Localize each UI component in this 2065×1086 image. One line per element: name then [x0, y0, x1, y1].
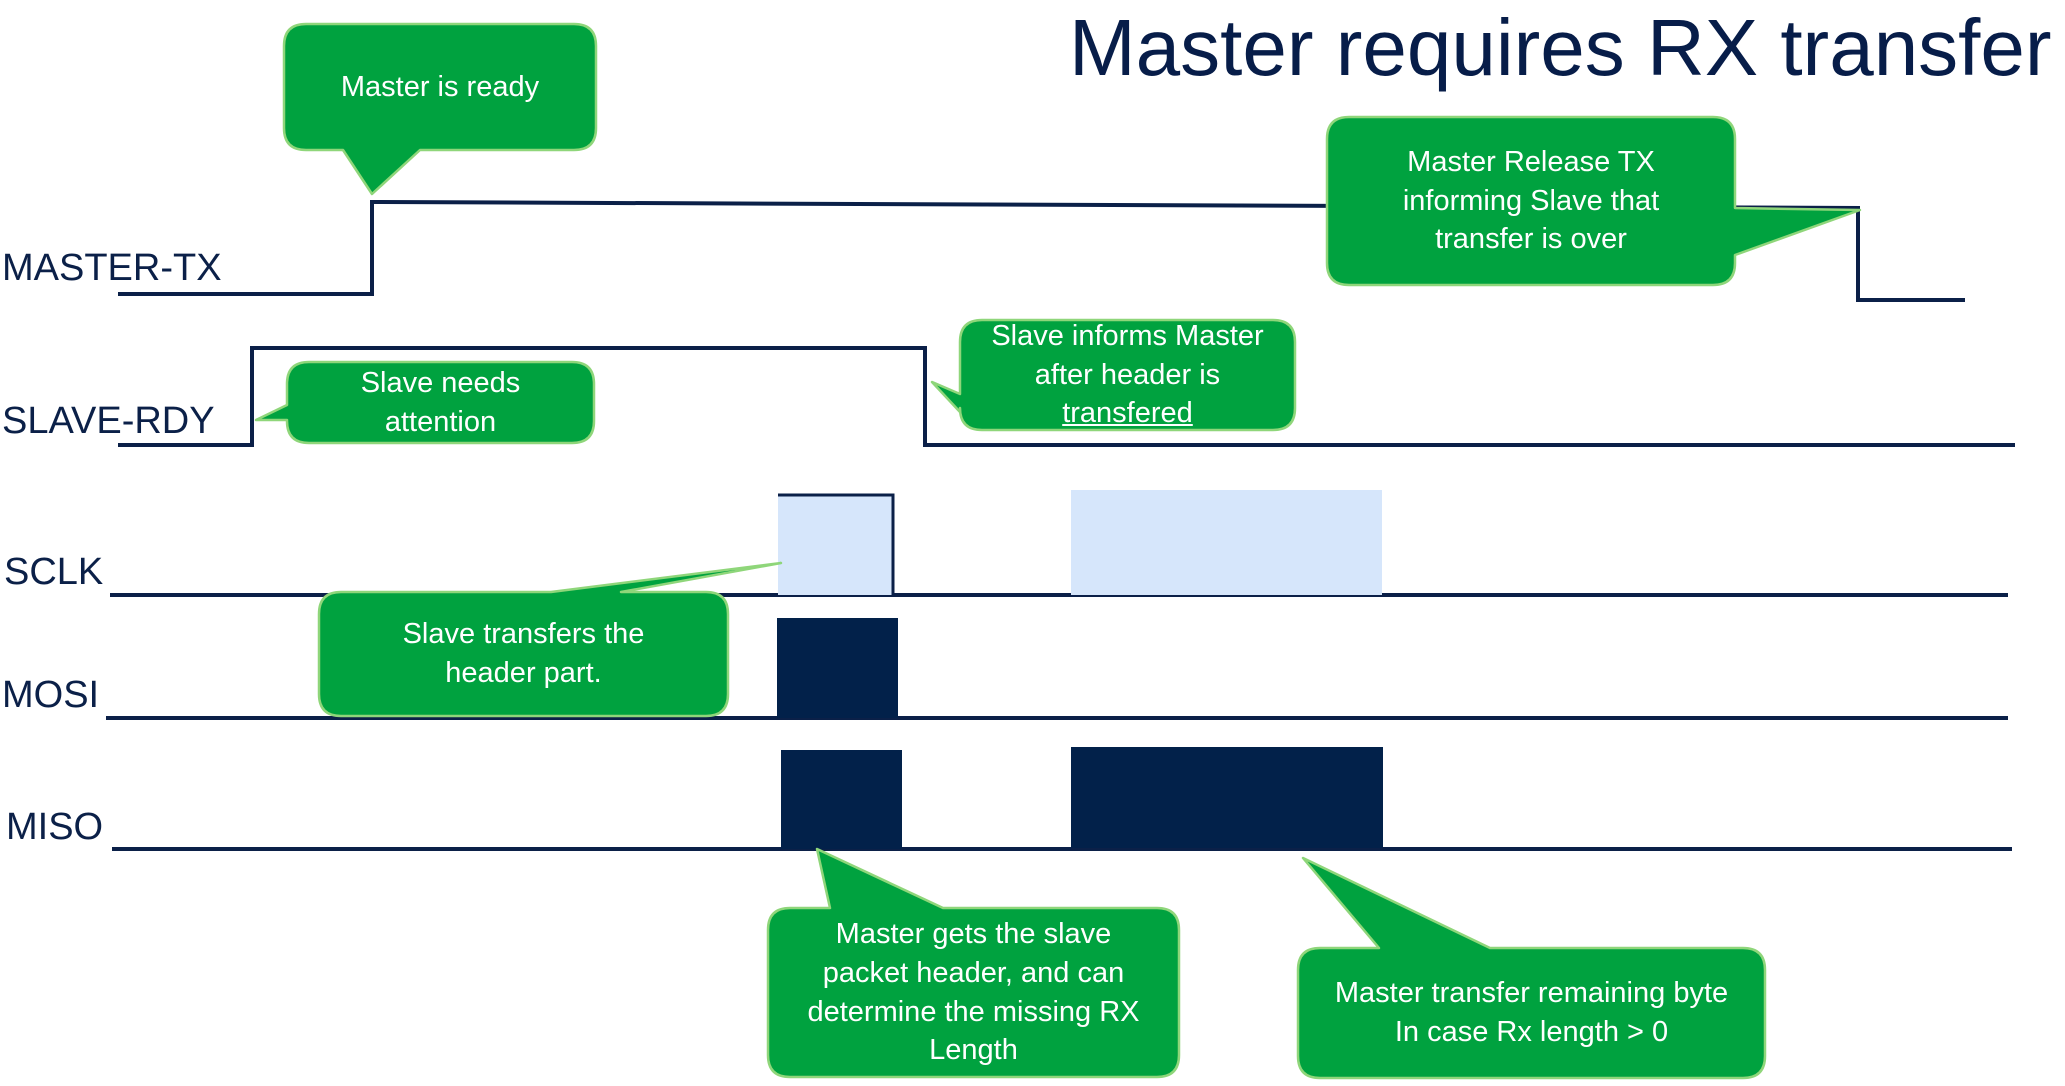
miso-burst-remaining — [1071, 747, 1383, 848]
signal-label-mosi: MOSI — [2, 674, 100, 716]
callout-slave-transfers-header-shape — [317, 561, 783, 718]
page-title: Master requires RX transfer — [1069, 3, 2052, 92]
sclk-burst-header — [778, 495, 893, 595]
callout-slave-needs-attention-shape — [254, 360, 596, 445]
callout-slave-informs-master-shape — [930, 318, 1297, 432]
callout-master-gets-header-shape — [766, 847, 1181, 1079]
callout-master-release-tx-shape — [1325, 115, 1862, 287]
callout-master-transfer-remaining-shape — [1296, 856, 1767, 1080]
callout-shapes — [254, 22, 1862, 1080]
mosi-burst-header — [777, 618, 898, 718]
signal-label-slave-rdy: SLAVE-RDY — [2, 400, 215, 442]
signal-traces — [106, 199, 2015, 851]
signal-label-miso: MISO — [6, 806, 104, 848]
slave-rdy-trace — [118, 346, 2015, 447]
sclk-burst-header-edge — [778, 493, 895, 595]
data-bursts — [777, 618, 1383, 849]
signal-label-sclk: SCLK — [4, 551, 104, 593]
clock-bursts — [778, 490, 1382, 595]
master-tx-trace — [118, 199, 1965, 302]
sclk-burst-remaining — [1071, 490, 1382, 595]
miso-burst-header — [781, 750, 902, 849]
signal-label-master-tx: MASTER-TX — [2, 247, 222, 289]
callout-master-is-ready-shape — [282, 22, 598, 196]
